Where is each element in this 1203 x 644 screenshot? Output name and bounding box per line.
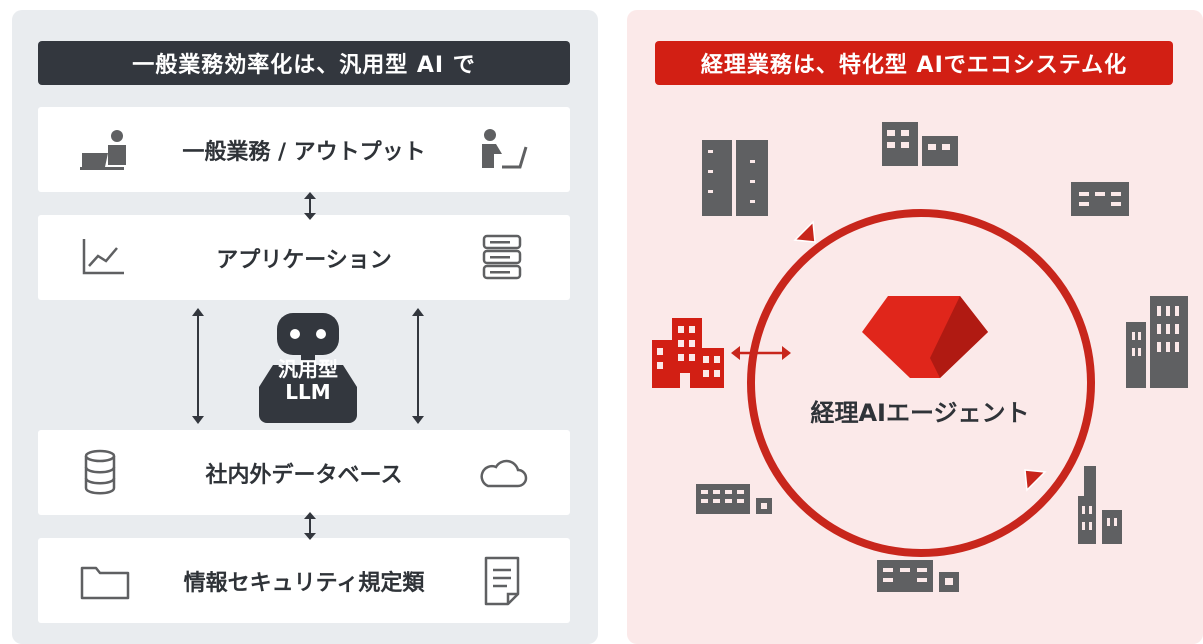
ring-circle <box>747 209 1095 557</box>
person-desk-icon <box>476 125 530 175</box>
double-arrow-icon <box>731 346 791 360</box>
row-database: 社内外データベース <box>38 430 570 515</box>
double-arrow-icon <box>304 192 316 220</box>
robot-icon <box>259 313 357 423</box>
agent-label: 経理AIエージェント <box>810 399 1030 427</box>
agent-logo-icon <box>862 296 988 378</box>
building-icon <box>882 122 958 166</box>
document-icon <box>476 556 530 606</box>
double-arrow-icon <box>192 308 204 424</box>
left-panel-title: 一般業務効率化は、汎用型 AI で <box>38 41 570 85</box>
row-application: アプリケーション <box>38 215 570 300</box>
robot-label-line2: LLM <box>285 380 331 404</box>
building-icon <box>1078 466 1122 544</box>
row-label-application: アプリケーション <box>216 247 392 273</box>
building-icon <box>702 140 768 216</box>
row-label-general-work: 一般業務 / アウトプット <box>182 139 426 165</box>
line-chart-icon <box>78 233 132 283</box>
company-building-icon <box>652 318 724 388</box>
row-general-work: 一般業務 / アウトプット <box>38 107 570 192</box>
double-arrow-icon <box>304 512 316 540</box>
row-label-database: 社内外データベース <box>205 462 403 488</box>
building-icon <box>1071 182 1129 216</box>
robot-label: 汎用型 LLM <box>249 358 367 404</box>
row-label-security-rules: 情報セキュリティ規定類 <box>183 570 425 596</box>
database-icon <box>78 448 132 498</box>
building-icon <box>1126 296 1188 388</box>
person-laptop-icon <box>78 125 132 175</box>
cloud-icon <box>476 448 530 498</box>
ring-arrowhead-icon <box>793 220 816 243</box>
ecosystem-ring <box>747 209 1095 557</box>
robot-label-line1: 汎用型 <box>278 357 338 381</box>
building-icon <box>696 484 772 514</box>
building-icon <box>877 560 959 592</box>
double-arrow-icon <box>412 308 424 424</box>
folder-icon <box>78 556 132 606</box>
right-panel-title: 経理業務は、特化型 AIでエコシステム化 <box>655 41 1173 85</box>
ring-arrowhead-icon <box>1024 469 1047 492</box>
row-security-rules: 情報セキュリティ規定類 <box>38 538 570 623</box>
server-icon <box>476 233 530 283</box>
